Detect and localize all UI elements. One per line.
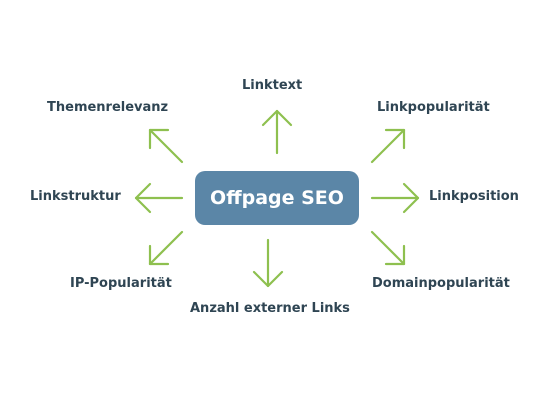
arrow-down-right [370,230,406,266]
arrow-down [252,238,284,288]
label-linkposition: Linkposition [429,189,519,204]
center-node-label: Offpage SEO [210,187,344,209]
arrow-down-left [148,230,184,266]
arrow-left [134,182,184,214]
label-linktext: Linktext [242,78,303,93]
arrow-right [370,182,420,214]
arrow-up-left [148,128,184,164]
arrow-up-right [370,128,406,164]
label-linkpopularitaet: Linkpopularität [377,100,490,115]
arrow-up [261,109,293,155]
label-anzahl-externer-links: Anzahl externer Links [190,301,350,316]
label-ip-popularitaet: IP-Popularität [70,276,172,291]
label-domainpopularitaet: Domainpopularität [372,276,510,291]
label-themenrelevanz: Themenrelevanz [47,100,169,115]
label-linkstruktur: Linkstruktur [30,189,121,204]
center-node-offpage-seo: Offpage SEO [195,171,359,225]
